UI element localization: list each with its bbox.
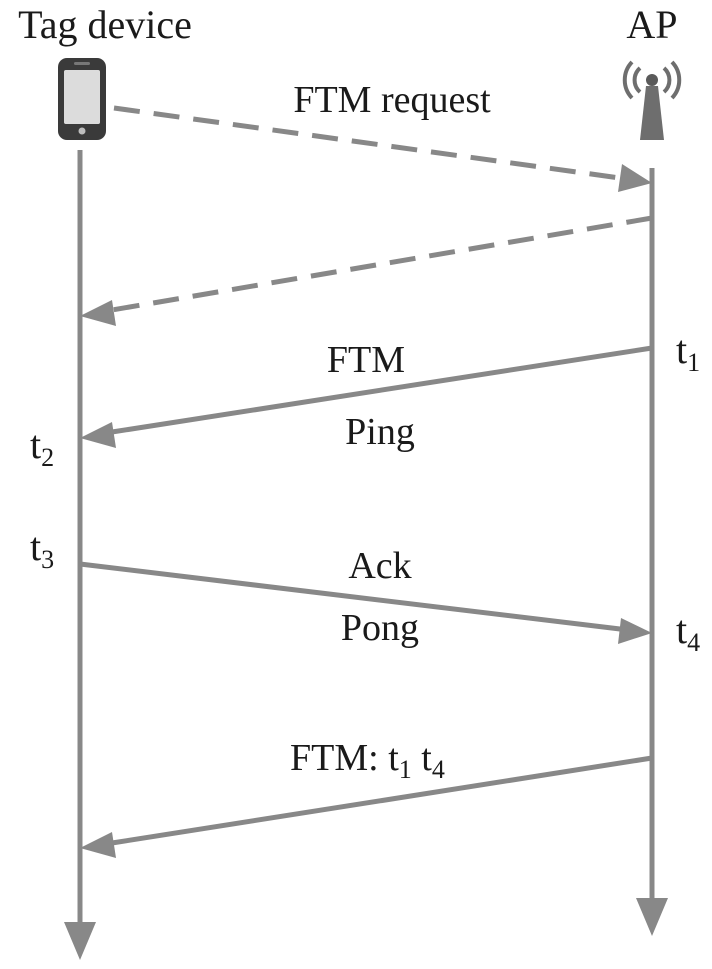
participant-ap-label: AP xyxy=(626,2,677,47)
smartphone-icon xyxy=(58,58,106,140)
ack-pong-label-top: Ack xyxy=(348,545,411,587)
timestamp-t4: t4 xyxy=(676,607,700,657)
ftm-request-arrowhead xyxy=(618,164,652,192)
tag-device-lifeline-arrowhead xyxy=(64,922,96,960)
ftm-ping-label-bottom: Ping xyxy=(345,411,415,453)
ftm-request-arrow xyxy=(113,105,621,181)
ftm-request-reply-arrowhead xyxy=(80,300,116,326)
timestamp-t3: t3 xyxy=(30,524,54,574)
ftm-request-reply-arrow xyxy=(111,215,653,313)
ftm-ping-arrow xyxy=(111,345,653,435)
timestamp-t2: t2 xyxy=(30,422,54,472)
ftm-timestamps-arrowhead xyxy=(80,832,116,858)
ftm-timestamps-label: FTM: t1 t4 xyxy=(290,737,445,784)
ftm-ping-label-top: FTM xyxy=(327,339,405,381)
ftm-timestamps-arrow xyxy=(111,755,653,846)
ack-pong-arrowhead xyxy=(618,618,652,644)
participant-tag-device-label: Tag device xyxy=(18,2,192,47)
timestamp-t1: t1 xyxy=(676,327,700,377)
ap-lifeline-arrowhead xyxy=(636,898,668,936)
antenna-tower-icon xyxy=(622,60,682,140)
ack-pong-arrow xyxy=(79,561,621,632)
ftm-ping-arrowhead xyxy=(80,422,116,448)
ack-pong-label-bottom: Pong xyxy=(341,607,419,649)
ftm-request-label: FTM request xyxy=(293,79,491,121)
